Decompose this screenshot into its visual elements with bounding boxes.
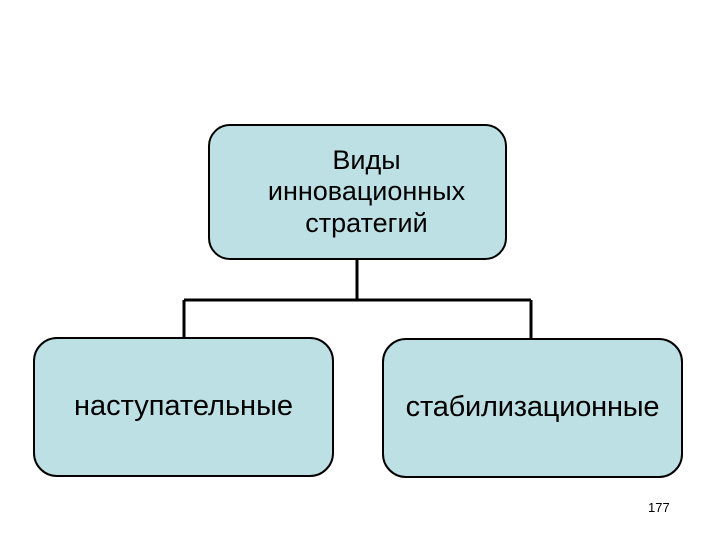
node-stabilizing[interactable]: стабилизационные — [382, 338, 683, 478]
node-root-label: Виды инновационных стратегий — [267, 145, 466, 238]
node-stabilizing-label: стабилизационные — [405, 391, 660, 424]
node-offensive[interactable]: наступательные — [33, 337, 334, 477]
node-offensive-label: наступательные — [73, 390, 294, 423]
page-number: 177 — [648, 500, 670, 515]
node-root[interactable]: Виды инновационных стратегий — [208, 124, 507, 260]
